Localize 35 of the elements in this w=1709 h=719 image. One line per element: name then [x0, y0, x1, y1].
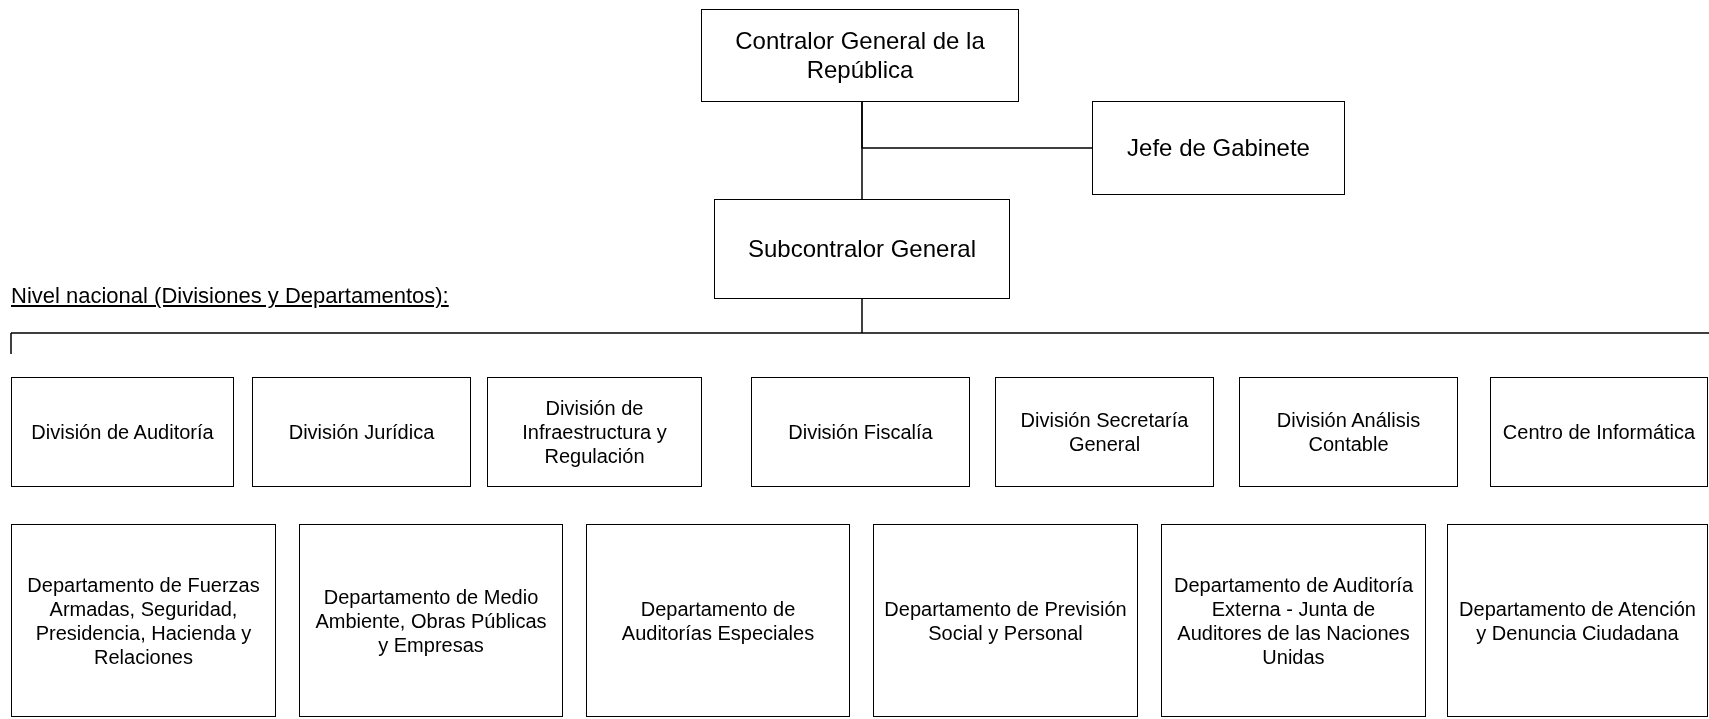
unit-name: Contralor General de la República: [734, 26, 986, 85]
unit-name: Subcontralor General: [747, 234, 977, 264]
org-unit-box: [701, 9, 1019, 102]
org-unit-box: [1239, 377, 1458, 487]
connector-line: [861, 101, 1093, 149]
org-unit-box: [11, 377, 234, 487]
connector-line: [861, 298, 863, 334]
section-heading: Nivel nacional (Divisiones y Departamentos):: [11, 283, 449, 309]
unit-name: Departamento de Atención y Denuncia Ciudadana: [1458, 596, 1697, 645]
org-unit-box: [995, 377, 1214, 487]
org-unit-box: [487, 377, 702, 487]
unit-name: División Análisis Contable: [1275, 408, 1422, 456]
org-unit-box: [252, 377, 471, 487]
unit-name: División Fiscalía: [788, 420, 933, 444]
unit-name: Departamento de Previsión Social y Personal: [883, 596, 1128, 645]
org-unit-box: [751, 377, 970, 487]
unit-name: Centro de Informática: [1502, 420, 1696, 444]
org-unit-box: [1161, 524, 1426, 717]
org-unit-box: [1490, 377, 1708, 487]
org-unit-box: [299, 524, 563, 717]
unit-name: Departamento de Auditoría Externa - Junta de Auditores de las Naciones Unidas: [1172, 572, 1414, 669]
unit-name: Departamento de Fuerzas Armadas, Seguridad, Presidencia, Hacienda y Relaciones: [26, 572, 261, 669]
unit-name: División Jurídica: [288, 420, 435, 444]
org-unit-box: [1447, 524, 1708, 717]
org-unit-box: [586, 524, 850, 717]
unit-name: Departamento de Auditorías Especiales: [620, 596, 816, 645]
org-unit-box: [1092, 101, 1345, 195]
org-unit-box: [714, 199, 1010, 299]
org-unit-box: [873, 524, 1138, 717]
unit-name: División de Infraestructura y Regulación: [521, 396, 668, 468]
unit-name: División Secretaría General: [1019, 408, 1190, 456]
unit-name: División de Auditoría: [31, 420, 214, 444]
org-unit-box: [11, 524, 276, 717]
unit-name: Jefe de Gabinete: [1127, 133, 1310, 163]
unit-name: Departamento de Medio Ambiente, Obras Públicas y Empresas: [314, 584, 548, 657]
